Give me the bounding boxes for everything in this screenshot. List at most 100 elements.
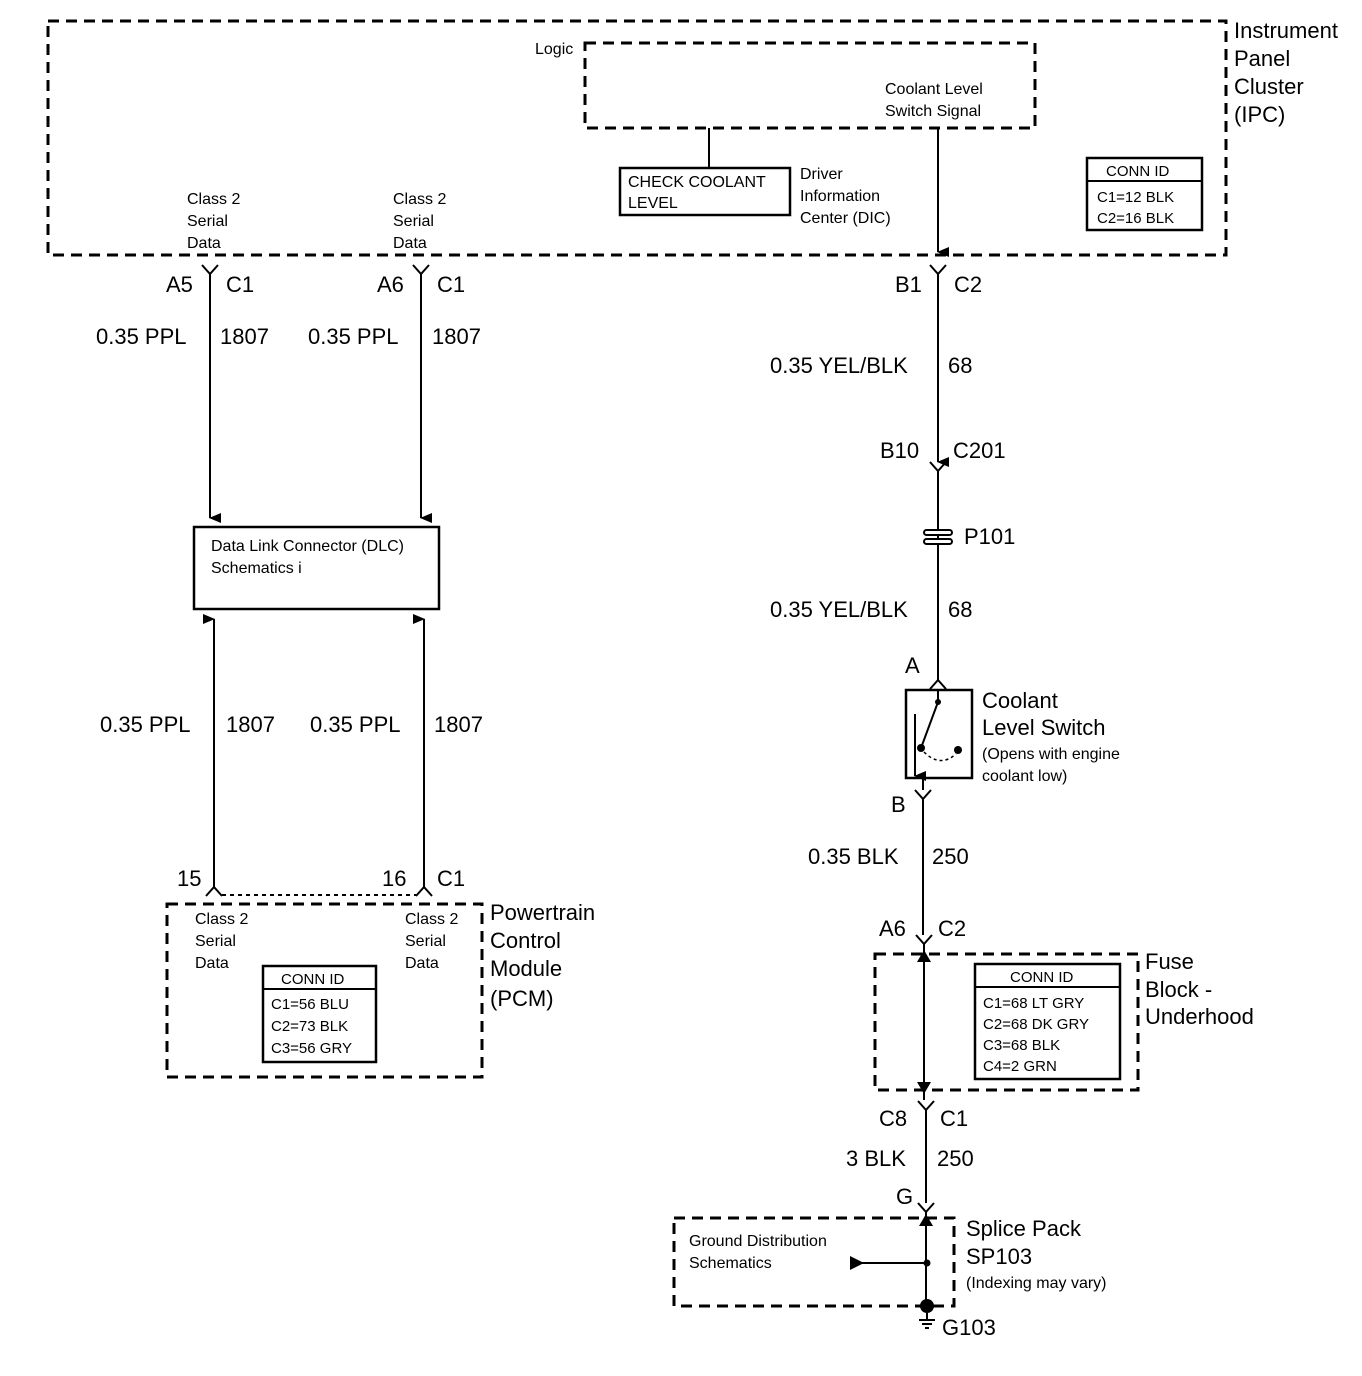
splice-title-1: Splice Pack xyxy=(966,1216,1082,1241)
pcm-conn-c3: C3=56 GRY xyxy=(271,1040,352,1057)
splice-junction-dot xyxy=(923,1259,931,1267)
pin-splice-g: G xyxy=(896,1184,913,1209)
coolant-signal-label-2: Switch Signal xyxy=(885,103,981,120)
ipc-serial-a-1: Class 2 xyxy=(187,191,240,208)
pcm-title-3: Module xyxy=(490,956,562,981)
wire-a6-gauge: 0.35 PPL xyxy=(308,324,399,349)
ipc-conn-id-table: CONN ID C1=12 BLK C2=16 BLK xyxy=(1085,156,1204,232)
switch-note-2: coolant low) xyxy=(982,768,1067,785)
fuse-title-1: Fuse xyxy=(1145,949,1194,974)
ipc-serial-b-2: Serial xyxy=(393,213,434,230)
logic-outline xyxy=(583,41,1037,130)
p101-passthrough-symbol xyxy=(923,529,953,545)
pcm-serial-b-1: Class 2 xyxy=(405,911,458,928)
ipc-conn-title: CONN ID xyxy=(1106,163,1170,180)
wire-16-circuit: 1807 xyxy=(434,712,483,737)
splice-title-2: SP103 xyxy=(966,1244,1032,1269)
ipc-outline xyxy=(46,19,1228,257)
wire-4-gauge: 3 BLK xyxy=(846,1146,906,1171)
pcm-serial-a-3: Data xyxy=(195,955,229,972)
ground-g103-label: G103 xyxy=(942,1315,996,1340)
ground-dist-label-1: Ground Distribution xyxy=(689,1233,827,1250)
wire-3-gauge: 0.35 BLK xyxy=(808,844,899,869)
fuse-conn-c3: C3=68 BLK xyxy=(983,1037,1060,1054)
pcm-outline xyxy=(165,902,484,1079)
ipc-title-2: Panel xyxy=(1234,46,1290,71)
wire-2-gauge: 0.35 YEL/BLK xyxy=(770,597,908,622)
ground-dist-label-2: Schematics xyxy=(689,1255,772,1272)
wire-2-circuit: 68 xyxy=(948,597,972,622)
fuse-title-2: Block - xyxy=(1145,977,1212,1002)
pcm-conn-c1: C1=56 BLU xyxy=(271,996,349,1013)
pcm-conn-title: CONN ID xyxy=(281,971,345,988)
pcm-conn-id-table: CONN ID C1=56 BLU C2=73 BLK C3=56 GRY xyxy=(261,964,378,1064)
switch-title-1: Coolant xyxy=(982,688,1058,713)
ipc-title-3: Cluster xyxy=(1234,74,1304,99)
wire-15-gauge: 0.35 PPL xyxy=(100,712,191,737)
splice-arrow-up xyxy=(919,1214,933,1226)
conn-c201: C201 xyxy=(953,438,1006,463)
dic-label-3: Center (DIC) xyxy=(800,210,891,227)
switch-note-1: (Opens with engine xyxy=(982,746,1120,763)
pin-a6: A6 xyxy=(377,272,404,297)
ipc-title-1: Instrument xyxy=(1234,18,1338,43)
connector-switch-b-symbol xyxy=(914,789,932,801)
connector-g-symbol xyxy=(917,1202,935,1214)
pcm-serial-a-2: Serial xyxy=(195,933,236,950)
splice-note: (Indexing may vary) xyxy=(966,1275,1107,1292)
fuse-conn-c2: C2=68 DK GRY xyxy=(983,1016,1089,1033)
wire-4-circuit: 250 xyxy=(937,1146,974,1171)
dic-label-1: Driver xyxy=(800,166,843,183)
pcm-serial-b-2: Serial xyxy=(405,933,446,950)
pin-fuse-c8: C8 xyxy=(879,1106,907,1131)
wire-1-circuit: 68 xyxy=(948,353,972,378)
ipc-serial-b-3: Data xyxy=(393,235,427,252)
conn-b1-c2: C2 xyxy=(954,272,982,297)
ipc-conn-c2: C2=16 BLK xyxy=(1097,210,1174,227)
ground-distribution-arrow xyxy=(850,1256,864,1270)
fuse-title-3: Underhood xyxy=(1145,1004,1254,1029)
pin-a5: A5 xyxy=(166,272,193,297)
connector-16-symbol xyxy=(415,885,433,897)
dic-display-1: CHECK COOLANT xyxy=(628,174,766,191)
dlc-label-1: Data Link Connector (DLC) xyxy=(211,538,404,555)
fuse-conn-c4: C4=2 GRN xyxy=(983,1058,1057,1075)
wire-a6-circuit: 1807 xyxy=(432,324,481,349)
pin-switch-a: A xyxy=(905,653,920,678)
ipc-title-4: (IPC) xyxy=(1234,102,1285,127)
connector-c8-symbol xyxy=(917,1100,935,1112)
p101-label: P101 xyxy=(964,524,1015,549)
pcm-serial-b-3: Data xyxy=(405,955,439,972)
pcm-title-4: (PCM) xyxy=(490,986,554,1011)
dic-label-2: Information xyxy=(800,188,880,205)
coolant-level-switch xyxy=(904,688,974,781)
dlc-label-2: Schematics i xyxy=(211,560,302,577)
pin-switch-b: B xyxy=(891,792,906,817)
connector-c201-symbol xyxy=(929,461,947,473)
pin-15: 15 xyxy=(177,866,201,891)
wire-a5-gauge: 0.35 PPL xyxy=(96,324,187,349)
fuse-conn-c1: C1=68 LT GRY xyxy=(983,995,1084,1012)
ipc-serial-b-1: Class 2 xyxy=(393,191,446,208)
fuse-conn-title: CONN ID xyxy=(1010,969,1074,986)
connector-15-symbol xyxy=(205,885,223,897)
pcm-serial-a-1: Class 2 xyxy=(195,911,248,928)
ipc-serial-a-2: Serial xyxy=(187,213,228,230)
wire-1-gauge: 0.35 YEL/BLK xyxy=(770,353,908,378)
fuse-arrow-up xyxy=(917,950,931,962)
connector-b1-symbol xyxy=(929,264,947,276)
ipc-serial-a-3: Data xyxy=(187,235,221,252)
pin-b1: B1 xyxy=(895,272,922,297)
pcm-title-2: Control xyxy=(490,928,561,953)
logic-label: Logic xyxy=(535,41,573,58)
pin-b10: B10 xyxy=(880,438,919,463)
conn-16-c1: C1 xyxy=(437,866,465,891)
fuse-block-outline xyxy=(873,952,1140,1092)
splice-pack-outline xyxy=(672,1216,956,1308)
dlc-box xyxy=(192,525,441,611)
connector-a6-c2-symbol xyxy=(915,934,933,946)
wire-a5-circuit: 1807 xyxy=(220,324,269,349)
ground-g103-symbol xyxy=(919,1299,935,1329)
pin-16: 16 xyxy=(382,866,406,891)
pcm-title-1: Powertrain xyxy=(490,900,595,925)
